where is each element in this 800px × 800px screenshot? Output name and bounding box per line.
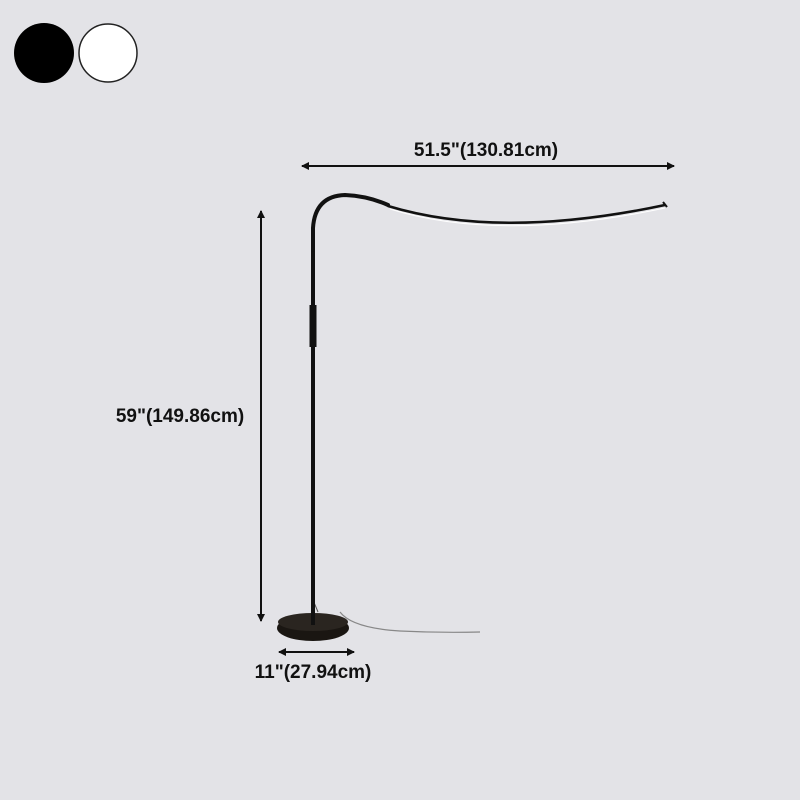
floor-lamp-illustration: [277, 192, 668, 641]
color-swatch-white[interactable]: [78, 23, 138, 83]
height-dimension-label: 59"(149.86cm): [116, 406, 244, 427]
width-dimension-label: 51.5"(130.81cm): [414, 140, 558, 161]
base-dimension-label: 11"(27.94cm): [255, 662, 372, 683]
color-swatch-black[interactable]: [14, 23, 74, 83]
